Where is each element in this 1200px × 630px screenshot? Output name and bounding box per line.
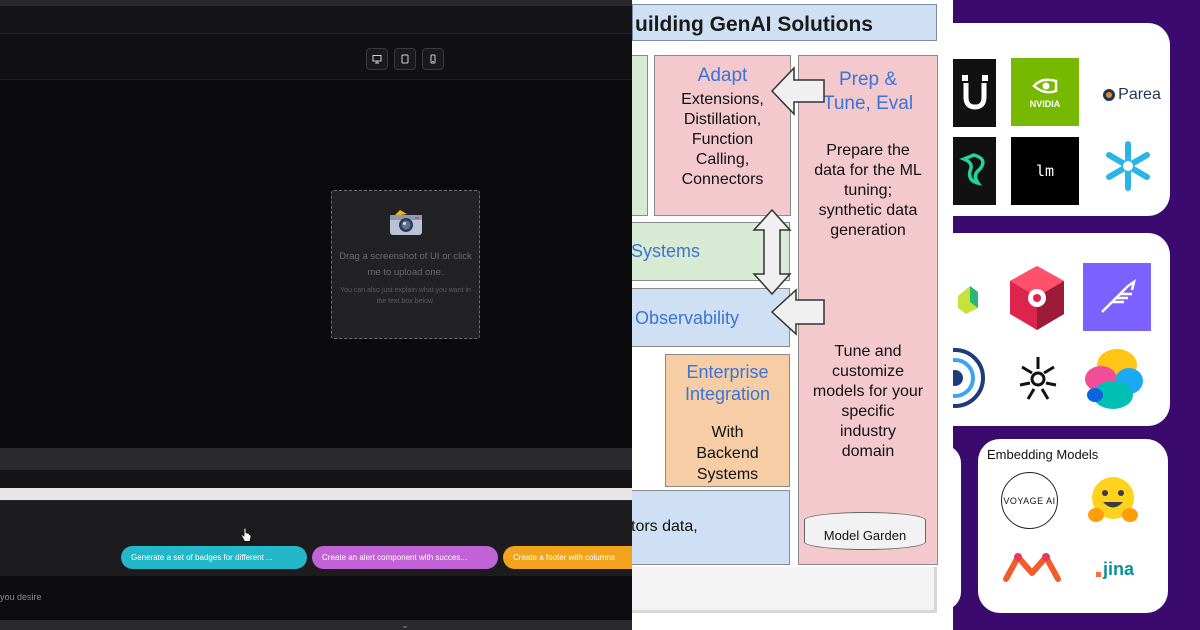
adapt-line: Calling,	[695, 151, 750, 168]
mobile-icon	[430, 54, 436, 64]
logo-panel: NVIDIA Parea lm	[953, 0, 1200, 630]
observability-label: Observability	[635, 308, 740, 328]
tune-line: models for your	[812, 383, 924, 400]
adapt-line: Distillation,	[683, 111, 762, 128]
window-top-strip	[0, 0, 632, 6]
hugging-face-icon	[1085, 473, 1141, 527]
model-garden-label: Model Garden	[823, 528, 907, 543]
enterprise-line: With	[711, 424, 744, 441]
voyage-logo-icon: VOYAGE AI	[1001, 472, 1058, 529]
prep-title: Prep &	[838, 69, 898, 90]
prep-title: Tune, Eval	[822, 93, 914, 114]
jina-logo-icon: jina	[1085, 554, 1145, 584]
left-arrow-icon	[770, 288, 825, 336]
prep-line: tuning;	[843, 182, 893, 199]
diagram-title-box: uilding GenAI Solutions	[632, 4, 937, 41]
spiral-logo-icon	[953, 137, 996, 205]
left-arrow-icon	[770, 66, 825, 116]
feather-logo-icon	[1083, 263, 1151, 331]
tune-line: specific	[841, 403, 895, 420]
adapt-line: Connectors	[681, 171, 764, 188]
enterprise-title: Integration	[684, 384, 771, 404]
observability-box: Observability	[632, 288, 790, 347]
tune-line: Tune and	[834, 343, 902, 360]
double-arrow-icon	[752, 208, 792, 296]
desktop-icon	[372, 55, 382, 64]
prompt-input[interactable]: you desire	[0, 576, 632, 620]
u-logo-icon	[953, 59, 996, 127]
network-logo-icon	[1013, 352, 1063, 406]
adapt-line: Extensions,	[681, 91, 764, 108]
jina-wordmark: jina	[1102, 558, 1134, 579]
upload-prompt: Drag a screenshot of UI or click me to u…	[339, 251, 472, 278]
mixedbread-logo-icon	[1001, 548, 1063, 586]
bottom-bar	[0, 620, 632, 630]
embedding-caption: Embedding Models	[987, 447, 1099, 462]
model-garden-cylinder: Model Garden	[804, 512, 926, 550]
data-label: tors data,	[632, 518, 698, 535]
prep-line: data for the ML	[814, 162, 922, 179]
enterprise-line: Backend	[696, 445, 759, 462]
tune-line: domain	[841, 443, 895, 460]
divider-band-dark	[0, 470, 632, 488]
enterprise-box: Enterprise Integration With Backend Syst…	[665, 354, 790, 487]
hand-cursor-icon	[240, 527, 252, 542]
lm-wordmark: lm	[1035, 162, 1055, 180]
data-box: tors data,	[632, 490, 790, 565]
suggestion-chip[interactable]: Create an alert component with succes...	[312, 546, 498, 569]
nvidia-logo-icon: NVIDIA	[1011, 58, 1079, 126]
snowflake-logo-icon	[1097, 137, 1159, 195]
camera-icon	[390, 210, 422, 235]
divider-band	[0, 448, 632, 470]
systems-label: Systems	[632, 241, 701, 261]
enterprise-line: Systems	[696, 466, 759, 483]
lm-logo-icon: lm	[1011, 137, 1079, 205]
green-yellow-logo-icon	[953, 274, 983, 318]
mobile-view-button[interactable]	[422, 48, 444, 70]
chevron-down-icon[interactable]: ⌄	[401, 620, 409, 630]
nvidia-wordmark: NVIDIA	[1029, 99, 1061, 109]
green-box-left	[632, 55, 648, 216]
voyage-wordmark: VOYAGE AI	[1003, 495, 1056, 506]
prep-line: generation	[830, 222, 906, 239]
preview-toolbar	[0, 34, 632, 80]
elastic-logo-icon	[1081, 345, 1149, 413]
tune-line: customize	[831, 363, 905, 380]
tablet-view-button[interactable]	[394, 48, 416, 70]
diagram-panel: uilding GenAI Solutions Adapt Extensions…	[632, 0, 953, 630]
adapt-line: Function	[691, 131, 754, 148]
prep-line: synthetic data	[818, 202, 918, 219]
parea-wordmark: Parea	[1118, 86, 1161, 103]
adapt-title: Adapt	[697, 65, 748, 86]
diagram-title: uilding GenAI Solutions	[635, 13, 873, 36]
divider-band-light	[0, 488, 632, 500]
suggestion-chip[interactable]: Generate a set of badges for different .…	[121, 546, 307, 569]
adapt-box: Adapt Extensions, Distillation, Function…	[654, 55, 791, 216]
logo-card-partial	[953, 445, 961, 610]
slide-footer	[632, 567, 937, 613]
circle-logo-icon	[953, 345, 987, 411]
preview-canvas	[0, 80, 632, 448]
suggestion-chip[interactable]: Create a footer with columns	[503, 546, 632, 569]
embedding-card	[978, 439, 1168, 613]
desktop-view-button[interactable]	[366, 48, 388, 70]
upload-dropzone[interactable]: Drag a screenshot of UI or click me to u…	[331, 190, 480, 339]
prep-line: Prepare the	[826, 142, 910, 159]
prompt-input-text: you desire	[0, 592, 42, 602]
app-panel: Drag a screenshot of UI or click me to u…	[0, 0, 632, 630]
title-bar	[0, 6, 632, 34]
enterprise-title: Enterprise	[686, 362, 769, 382]
qdrant-logo-icon	[1005, 263, 1069, 333]
upload-hint: You can also just explain what you want …	[340, 287, 471, 305]
tablet-icon	[401, 54, 409, 64]
tune-line: industry	[839, 423, 897, 440]
parea-logo-icon: Parea	[1091, 82, 1173, 108]
